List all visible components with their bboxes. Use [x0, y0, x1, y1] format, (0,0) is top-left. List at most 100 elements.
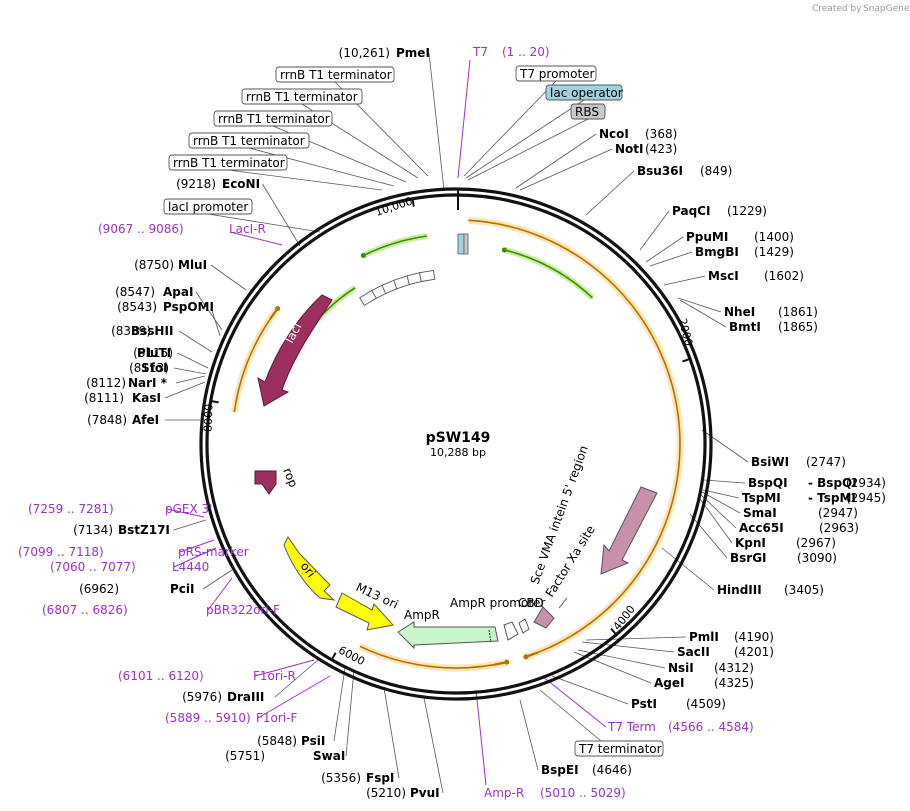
- site-name[interactable]: TspMI: [742, 491, 781, 505]
- site-name[interactable]: SacII: [677, 645, 710, 659]
- primer-name[interactable]: F1ori-F: [256, 711, 297, 725]
- ampr-feature[interactable]: [397, 621, 499, 650]
- site-name[interactable]: BstZ17I: [118, 523, 170, 537]
- orf-arrow-shaft: [269, 307, 279, 320]
- green-arc[interactable]: [504, 249, 594, 299]
- site-name[interactable]: ApaI: [163, 285, 193, 299]
- site-name[interactable]: MluI: [178, 258, 207, 272]
- site-name[interactable]: NarI *: [128, 376, 168, 390]
- primer-name[interactable]: T7: [472, 45, 488, 59]
- site-name[interactable]: DraIII: [227, 690, 264, 704]
- site-name[interactable]: BspEI: [541, 763, 579, 777]
- site-name[interactable]: SfoI: [141, 361, 168, 375]
- primer-name[interactable]: F1ori-R: [253, 669, 296, 683]
- feature-label-box[interactable]: [241, 88, 363, 105]
- site-name[interactable]: BsrGI: [730, 551, 767, 565]
- primer-name[interactable]: pBR322ori-F: [206, 603, 280, 617]
- site-name[interactable]: KasI: [132, 391, 161, 405]
- site-position: (5751): [225, 749, 265, 763]
- site-name[interactable]: Bsu36I: [637, 164, 683, 178]
- site-name[interactable]: PsiI: [301, 734, 325, 748]
- site-name[interactable]: EcoNI: [222, 177, 260, 191]
- green-arc[interactable]: [363, 235, 428, 257]
- feature-label-box[interactable]: [188, 132, 310, 149]
- primer-leader: [179, 539, 215, 553]
- rop-label: rop: [280, 466, 300, 489]
- site-name[interactable]: PaqCI: [672, 204, 710, 218]
- primer-name[interactable]: pGEX 3': [165, 502, 212, 516]
- site-name[interactable]: BmtI: [729, 320, 761, 334]
- terminator-glyph[interactable]: [359, 289, 377, 307]
- site-leader: [519, 148, 613, 191]
- rop-feature[interactable]: [254, 470, 277, 495]
- site-name[interactable]: PciI: [170, 582, 195, 596]
- site-name[interactable]: - TspMI: [808, 491, 856, 505]
- primer-name[interactable]: pRS-marker: [178, 545, 249, 559]
- sce-vma-feature[interactable]: [600, 486, 658, 575]
- site-name[interactable]: PmlI: [689, 630, 719, 644]
- site-name[interactable]: BsiWI: [751, 455, 789, 469]
- site-leader: [645, 236, 684, 263]
- site-name[interactable]: SmaI: [743, 506, 777, 520]
- site-leader: [663, 275, 706, 286]
- orf-arrow-shaft: [525, 651, 538, 658]
- feature-label-box[interactable]: [515, 65, 597, 82]
- ampr-promoter-label: AmpR promoter: [450, 596, 545, 610]
- site-name[interactable]: PmeI: [396, 46, 430, 60]
- primer-name[interactable]: T7 Term: [607, 720, 656, 734]
- primer-name[interactable]: Amp-R: [484, 786, 524, 800]
- site-name[interactable]: BmgBI: [695, 245, 739, 259]
- terminator-glyph[interactable]: [419, 269, 436, 283]
- site-name[interactable]: NotI: [615, 142, 644, 156]
- feature-label-box[interactable]: [275, 66, 395, 83]
- site-name[interactable]: PluTI: [137, 346, 171, 360]
- primer-name[interactable]: LacI-R: [229, 222, 266, 236]
- site-name[interactable]: AgeI: [654, 676, 684, 690]
- site-name[interactable]: AfeI: [132, 413, 159, 427]
- m13-ori-feature[interactable]: [335, 592, 394, 631]
- site-name[interactable]: PpuMI: [686, 230, 728, 244]
- site-name[interactable]: BssHII: [131, 324, 173, 338]
- site-name[interactable]: PspOMI: [163, 300, 214, 314]
- orf-arc[interactable]: [359, 645, 507, 669]
- site-name[interactable]: KpnI: [735, 536, 766, 550]
- primer-leader: [541, 675, 607, 728]
- site-name[interactable]: NsiI: [668, 661, 694, 675]
- site-name[interactable]: - BspQI: [808, 476, 857, 490]
- cbd-feature[interactable]: [518, 618, 530, 634]
- site-name[interactable]: NheI: [724, 305, 755, 319]
- site-name[interactable]: SwaI: [313, 749, 345, 763]
- site-name[interactable]: NcoI: [599, 127, 629, 141]
- primer-name[interactable]: L4440: [172, 560, 209, 574]
- site-leader: [679, 299, 727, 328]
- factor-xa-feature[interactable]: [533, 606, 555, 629]
- feature-label-box[interactable]: [213, 110, 333, 127]
- site-name[interactable]: BspQI: [748, 476, 788, 490]
- feature-label-box[interactable]: [163, 198, 253, 215]
- site-name[interactable]: PstI: [631, 697, 657, 711]
- ampr-promoter-feature[interactable]: [503, 621, 519, 641]
- orf-arc[interactable]: [468, 219, 681, 658]
- feature-label-text: lacI promoter: [168, 200, 248, 214]
- laci-feature[interactable]: [257, 294, 333, 407]
- feature-label-box[interactable]: [168, 154, 288, 171]
- feature-label-text: rrnB T1 terminator: [173, 156, 285, 170]
- feature-label-box[interactable]: [570, 103, 606, 120]
- feature-label-box[interactable]: [574, 740, 664, 757]
- site-name[interactable]: MscI: [708, 269, 739, 283]
- site-name[interactable]: Acc65I: [739, 521, 784, 535]
- site-name[interactable]: FspI: [366, 771, 394, 785]
- site-leader: [581, 641, 675, 653]
- feature-label-text: T7 promoter: [519, 67, 595, 81]
- primer-range: (1 .. 20): [502, 45, 550, 59]
- ori-feature[interactable]: [283, 536, 336, 601]
- site-leader: [515, 133, 597, 189]
- site-position: (6962): [79, 582, 119, 596]
- site-name[interactable]: HindIII: [717, 583, 762, 597]
- site-leader: [333, 667, 346, 742]
- site-name[interactable]: PvuI: [410, 786, 440, 800]
- primer-leader: [475, 689, 487, 786]
- tick-mark: [330, 652, 337, 661]
- feature-label-box[interactable]: [545, 84, 623, 101]
